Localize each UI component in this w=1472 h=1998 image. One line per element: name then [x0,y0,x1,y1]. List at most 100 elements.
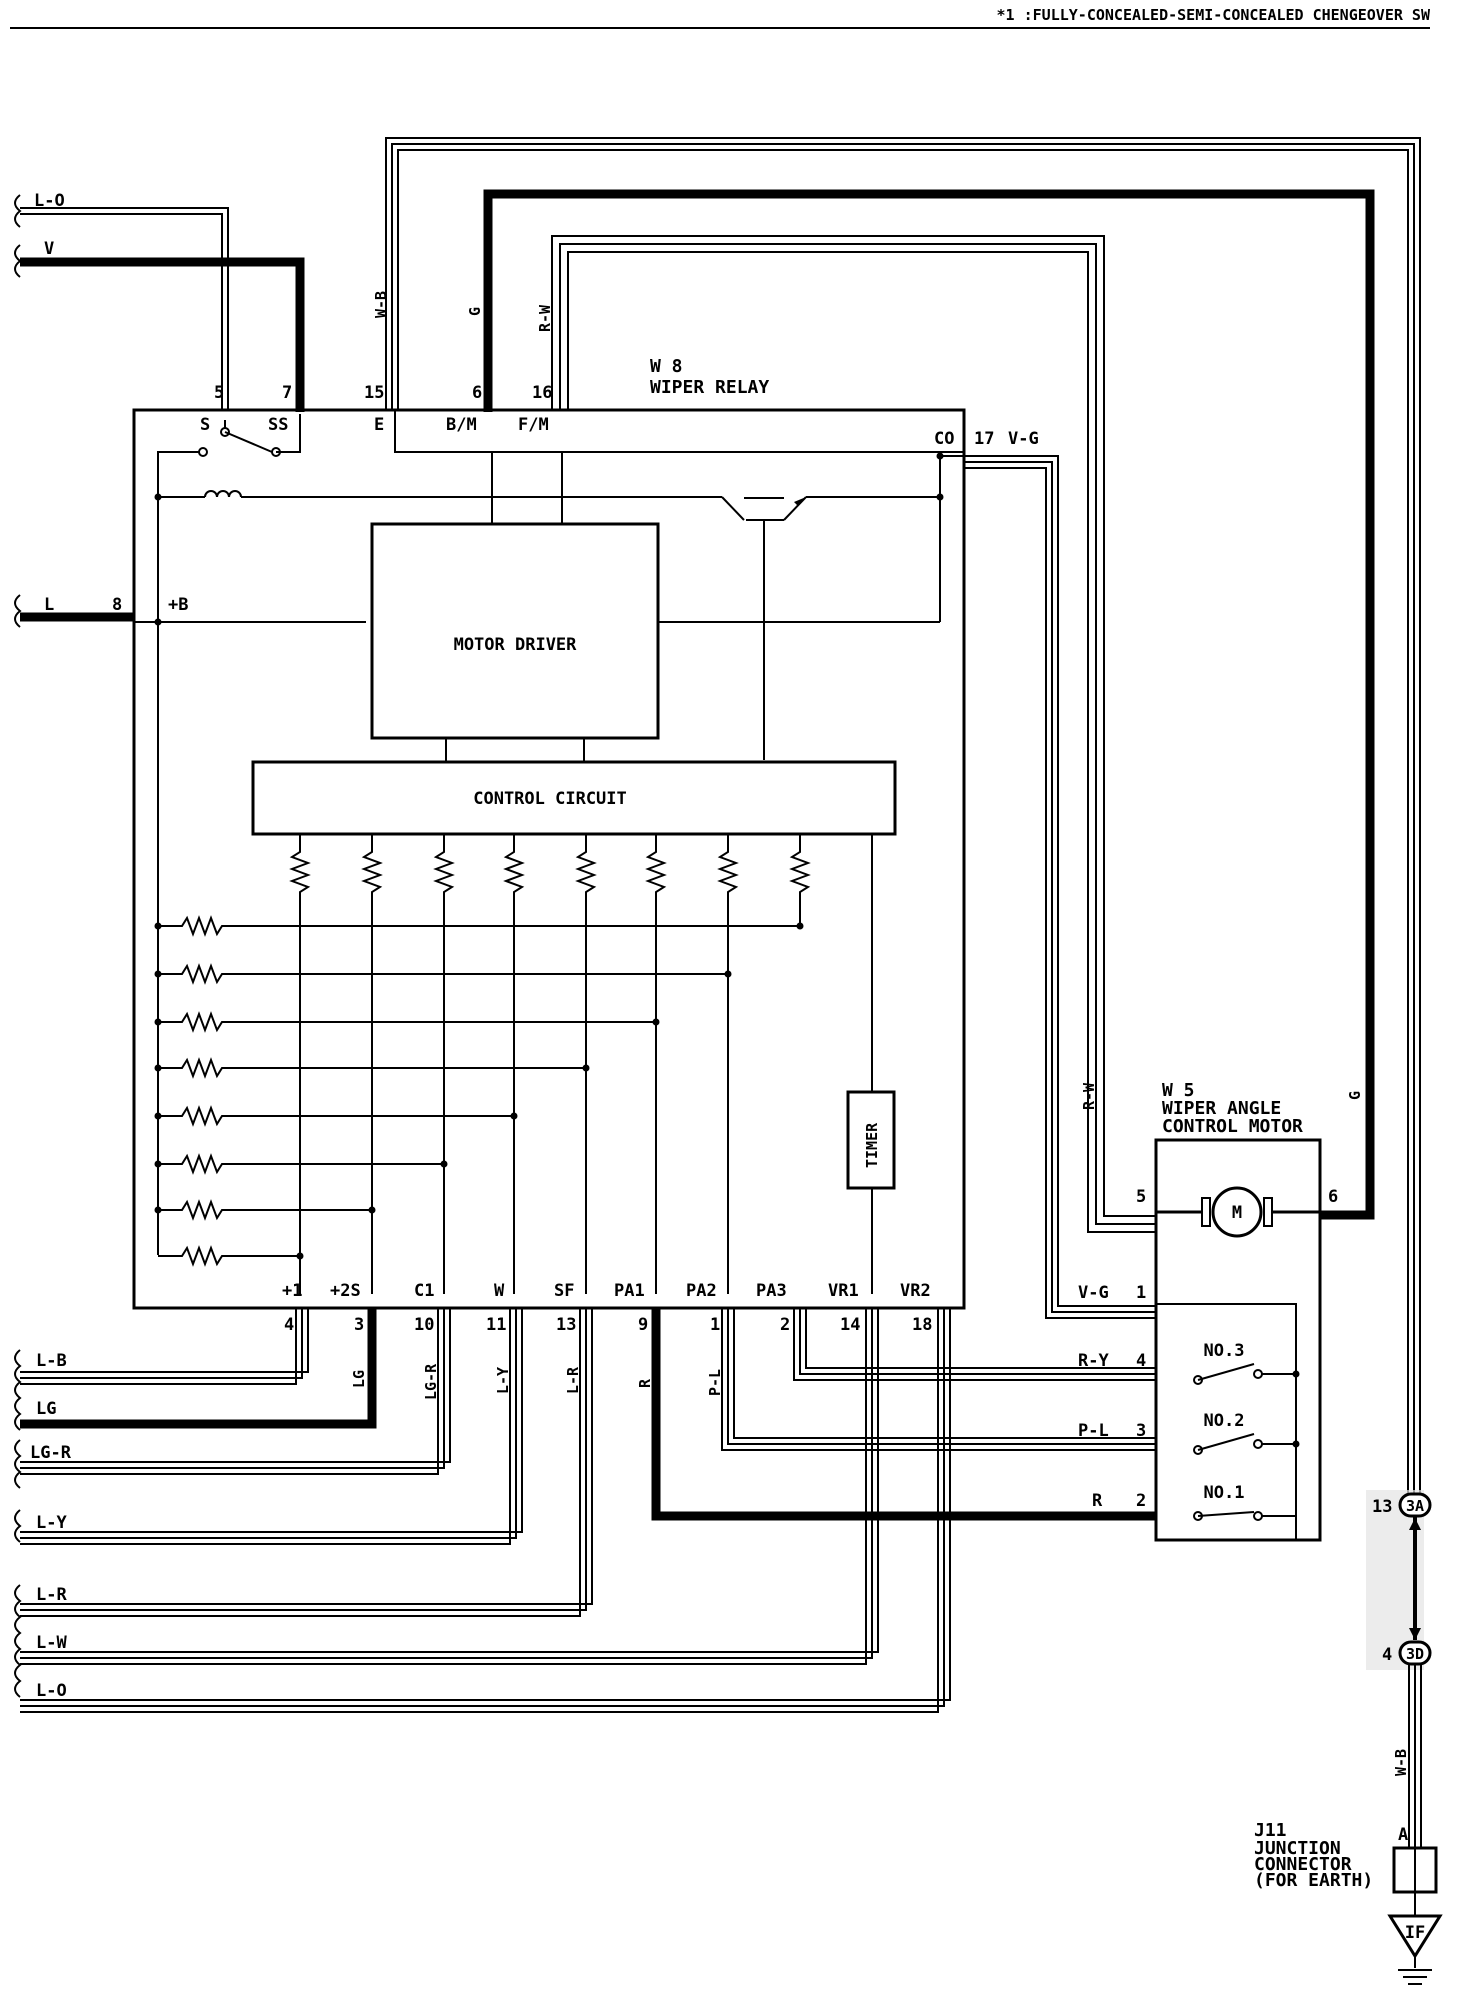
junction-pin-a: A [1398,1825,1408,1845]
left-bracket-markers [14,194,22,1698]
header-note: *1 :FULLY-CONCEALED-SEMI-CONCEALED CHENG… [997,6,1431,24]
wire-label-pl-vert: P-L [706,1369,724,1396]
motor-driver-block [370,522,660,740]
pin-num-4: 4 [284,1315,294,1335]
relay-name: WIPER RELAY [650,377,769,398]
switch-no2-label: NO.2 [1204,1411,1245,1431]
wire-lb [20,1308,309,1385]
wire-label-l: L [44,595,54,615]
pin-name-s: S [200,415,210,435]
wire-label-wb-top: W-B [372,291,390,318]
wire-label-ly-vert: L-Y [494,1367,512,1394]
wire-label-vg-top: V-G [1008,429,1039,449]
motor-row-wire-pl: P-L [1078,1421,1109,1441]
pin-name-pa2: PA2 [686,1281,717,1301]
pin-num-3: 3 [354,1315,364,1335]
wire-label-lr-vert: L-R [564,1366,582,1394]
wire-v [20,257,305,412]
wire-wb-loop [385,137,1421,1500]
pin-num-16: 16 [532,383,552,403]
connector-link [1409,1516,1421,1640]
wire-label-rw-top: R-W [536,304,554,332]
motor-row-wire-r: R [1092,1491,1103,1511]
wire-label-rw-right: R-W [1080,1082,1098,1110]
motor-row-pin-3: 3 [1136,1421,1146,1441]
control-circuit-label: CONTROL CIRCUIT [473,789,627,809]
relay-coil [158,490,722,498]
wire-label-lgr-vert: LG-R [422,1363,440,1400]
wire-label-ly: L-Y [36,1513,67,1533]
wire-pl [721,1308,1156,1451]
pin-num-5: 5 [214,383,224,403]
motor-row-wire-ry: R-Y [1078,1351,1109,1371]
connector-3d-id: 3D [1406,1645,1424,1663]
pin-name-pa1: PA1 [614,1281,645,1301]
wire-label-wb-down: W-B [1392,1749,1410,1776]
wire-ry [793,1308,1156,1381]
cam-switches [1193,1304,1300,1521]
wire-label-r-vert: R [636,1378,654,1388]
timer-label: TIMER [863,1122,881,1168]
control-circuit-block [251,760,897,836]
motor-row-pin-1: 1 [1136,1283,1146,1303]
pin-name-pa3: PA3 [756,1281,787,1301]
pin-num-10: 10 [414,1315,434,1335]
connector-3d-pin: 4 [1382,1645,1392,1665]
wire-lgr [20,1308,451,1475]
pin-name-co: CO [934,429,954,449]
motor-pin-6: 6 [1328,1187,1338,1207]
junction-line2: CONNECTOR [1254,1854,1352,1875]
pin-num-7: 7 [282,383,292,403]
pin-name-b: +B [168,595,188,615]
pin-num-1: 1 [710,1315,720,1335]
pin-num-15: 15 [364,383,384,403]
pin-name-fm: F/M [518,415,549,435]
pin-name-sf: SF [554,1281,574,1301]
wire-label-g-right: G [1346,1091,1364,1100]
wire-label-lo-bottom: L-O [36,1681,67,1701]
wire-label-lb: L-B [36,1351,67,1371]
wire-g-loop [483,189,1375,1220]
changeover-switch [157,414,301,1255]
horizontal-resistors [154,915,804,1267]
pin-num-11: 11 [486,1315,506,1335]
vertical-resistors [289,834,811,1294]
wire-label-g-top: G [466,307,484,316]
co-bus [658,452,964,623]
wire-lo-top [20,207,229,410]
pin-num-9: 9 [638,1315,648,1335]
wire-rw-loop [551,235,1156,1233]
wire-label-lg-vert: LG [350,1370,368,1388]
pin-num-18: 18 [912,1315,932,1335]
wire-label-lgr: LG-R [30,1443,72,1463]
pin-name-vr2: VR2 [900,1281,931,1301]
pin-num-8: 8 [112,595,122,615]
pin-name-c1: C1 [414,1281,434,1301]
switch-no1-label: NO.1 [1204,1483,1245,1503]
ground-label: IF [1405,1923,1425,1943]
pin-name-plus2s: +2S [330,1281,361,1301]
wire-vg [964,455,1156,1319]
bottom-pin-numbers: 4 3 10 11 13 9 1 2 14 18 [284,1315,932,1335]
motor-symbol-label: M [1232,1203,1242,1223]
pin-num-2: 2 [780,1315,790,1335]
ground-symbol [1387,1914,1443,1985]
motor-row-pin-4: 4 [1136,1351,1146,1371]
motor-name-line2: CONTROL MOTOR [1162,1116,1303,1137]
relay-top-connector-strip [394,409,965,453]
pin-name-e: E [374,415,384,435]
relay-code: W 8 [650,356,683,377]
wire-lr [20,1308,593,1617]
junction-line3: (FOR EARTH) [1254,1870,1373,1891]
junction-code: J11 [1254,1820,1287,1841]
pin-name-plus1: +1 [282,1281,302,1301]
connector-3a-id: 3A [1406,1497,1424,1515]
pin-num-14: 14 [840,1315,860,1335]
switch-no3-label: NO.3 [1204,1341,1245,1361]
wire-label-lw: L-W [36,1633,67,1653]
motor-row-wire-vg: V-G [1078,1283,1109,1303]
motor-name-line1: WIPER ANGLE [1162,1098,1281,1119]
wire-lg [20,1308,377,1429]
pin-name-w: W [494,1281,505,1301]
